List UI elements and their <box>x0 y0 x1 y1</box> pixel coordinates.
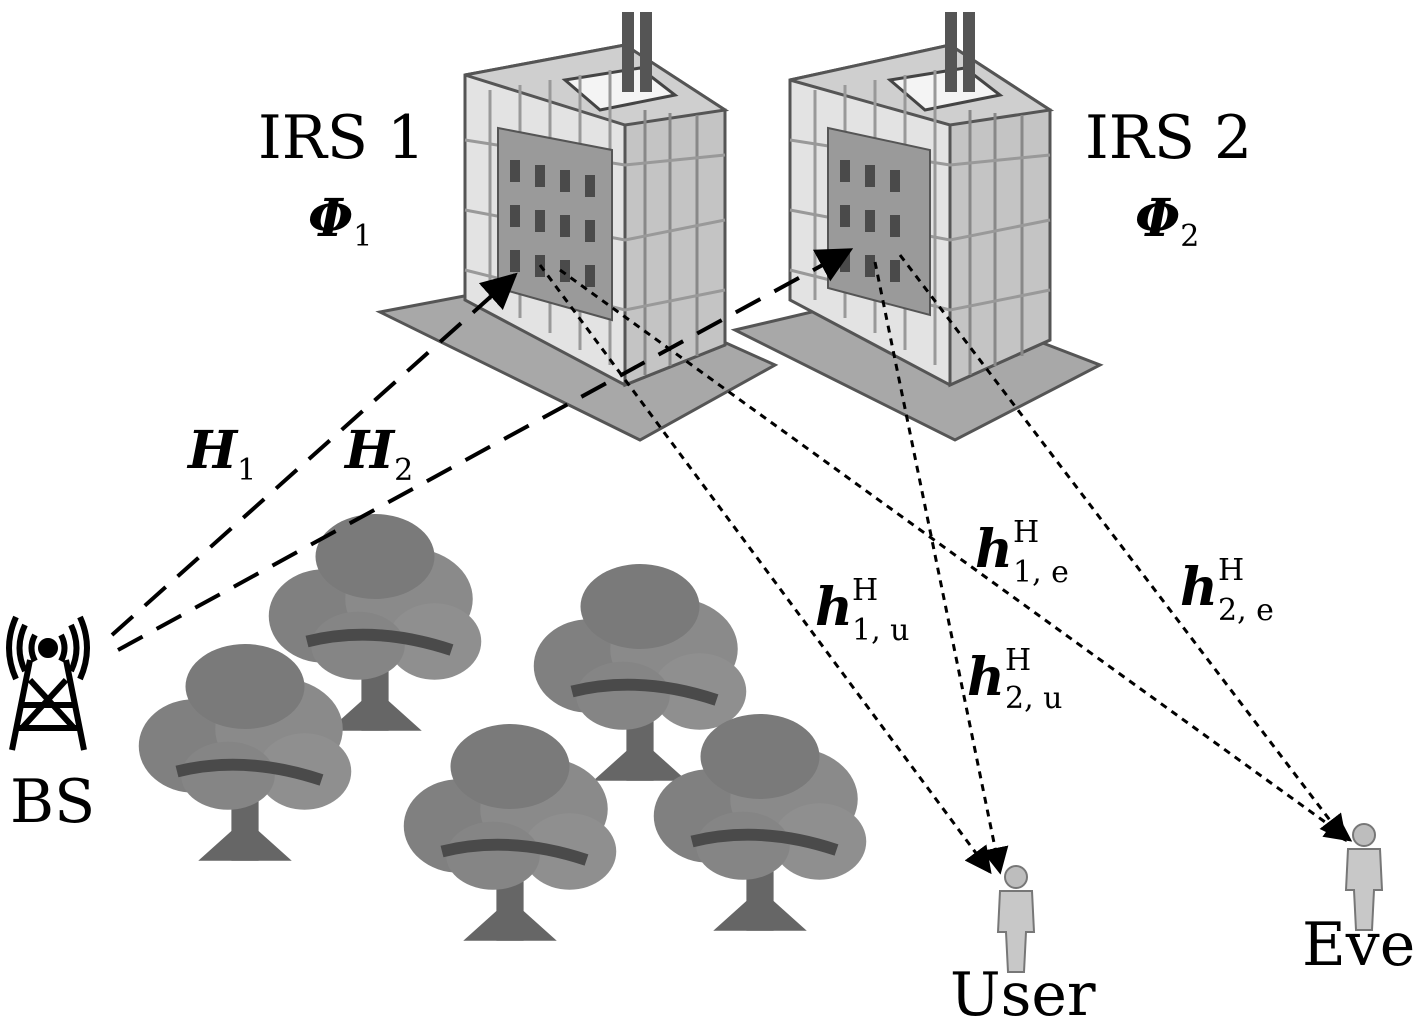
eve-label: Eve <box>1302 910 1415 980</box>
svg-text:H: H <box>852 573 878 608</box>
svg-text:h: h <box>815 577 853 638</box>
h2u-channel-label: h H 2, u <box>967 643 1062 716</box>
irs1-building <box>375 12 779 442</box>
svg-text:h: h <box>967 647 1005 708</box>
bs-label: BS <box>10 767 95 837</box>
irs2-building <box>730 12 1104 442</box>
h1-channel-label: H1 <box>186 420 256 488</box>
svg-text:2, u: 2, u <box>1005 681 1062 716</box>
building-icon <box>375 12 779 442</box>
link-h2 <box>117 248 854 652</box>
svg-text:2, e: 2, e <box>1218 593 1274 628</box>
svg-text:1, u: 1, u <box>852 613 909 648</box>
link-h1u <box>538 264 992 875</box>
svg-text:h: h <box>975 519 1013 580</box>
tree-icon <box>654 714 867 931</box>
irs1-label: IRS 1 <box>258 103 425 173</box>
svg-text:H: H <box>1013 515 1039 550</box>
irs2-phase-label: Φ2 <box>1135 188 1199 254</box>
tree-icon <box>404 724 617 941</box>
link-h1 <box>110 272 518 637</box>
irs1-phase-label: Φ1 <box>308 188 372 254</box>
svg-text:H: H <box>1005 643 1031 678</box>
irs2-label: IRS 2 <box>1085 103 1252 173</box>
h1u-channel-label: h H 1, u <box>815 573 909 648</box>
h2-channel-label: H2 <box>343 420 413 488</box>
building-icon <box>730 12 1104 442</box>
h2e-channel-label: h H 2, e <box>1180 553 1274 628</box>
svg-text:h: h <box>1180 557 1218 618</box>
antenna-tower-icon <box>6 615 90 751</box>
tree-icon <box>139 644 352 861</box>
svg-text:1, e: 1, e <box>1013 555 1069 590</box>
irs-ue-links <box>538 254 1353 875</box>
link-h1e <box>559 268 1353 842</box>
user-label: User <box>950 960 1096 1030</box>
link-h2e <box>898 254 1347 843</box>
h1e-channel-label: h H 1, e <box>975 515 1069 590</box>
bs-irs-links <box>110 248 854 652</box>
person-icon <box>997 865 1035 973</box>
base-station <box>6 615 90 751</box>
svg-text:H: H <box>1218 553 1244 588</box>
